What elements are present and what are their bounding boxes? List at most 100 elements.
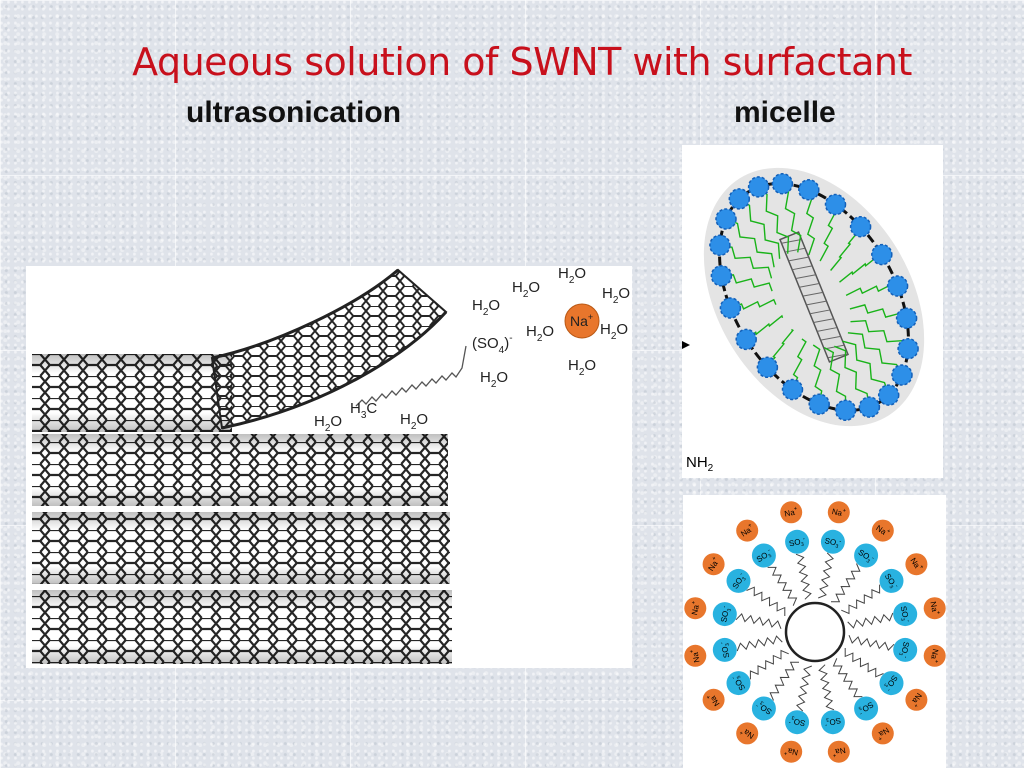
nanotube-lattice-line xyxy=(788,256,809,262)
sodium-ion xyxy=(780,501,803,524)
water-label: H2O xyxy=(526,323,554,344)
surfactant-tail xyxy=(745,314,784,340)
nanotube-lattice-line xyxy=(816,327,838,332)
sodium-ion xyxy=(702,688,725,711)
sulfate-head xyxy=(712,637,737,662)
sulfate-head-label: SO3- xyxy=(719,641,733,659)
sulfate-label: (SO4)- xyxy=(472,333,513,356)
sulfate-head xyxy=(820,529,845,554)
sulfate-head-label: SO3- xyxy=(824,536,842,550)
sulfate-head-label: SO3- xyxy=(719,605,733,623)
water-label: H2O xyxy=(400,411,428,432)
sodium-ion xyxy=(702,553,725,576)
sodium-ion: Na+ xyxy=(564,303,600,339)
nanotube-lattice-line xyxy=(809,309,831,315)
surfactant-head xyxy=(849,215,872,238)
sodium-ion-label: Na+ xyxy=(783,745,799,758)
sulfate-head-label: SO3- xyxy=(788,536,806,550)
water-label: H2O xyxy=(512,279,540,300)
sodium-ion xyxy=(871,519,894,542)
surfactant-tail xyxy=(767,566,798,606)
surfactant-tail xyxy=(735,613,782,629)
sulfate-head-label: SO3- xyxy=(824,714,842,728)
sulfate-head xyxy=(893,637,918,662)
surfactant-tail xyxy=(781,183,802,253)
surfactant-tail xyxy=(355,345,467,407)
surfactant-head xyxy=(728,188,751,210)
surfactant-head xyxy=(808,393,830,415)
surfactant-head xyxy=(771,172,794,195)
sodium-ion xyxy=(736,722,759,745)
sulfate-head xyxy=(712,602,737,627)
sodium-ion-label: Na+ xyxy=(831,745,847,758)
arrow-mark xyxy=(682,341,690,349)
nanotube-2 xyxy=(32,434,448,506)
sulfate-head xyxy=(726,671,751,696)
surfactant-head xyxy=(834,399,857,422)
nanotube-lattice-line xyxy=(806,300,827,306)
nanotube-3 xyxy=(32,512,450,584)
sulfate-head xyxy=(785,710,810,735)
surfactant-tail xyxy=(832,658,863,698)
surfactant-tail xyxy=(746,586,786,616)
sodium-ion xyxy=(871,722,894,745)
surfactant-head xyxy=(897,337,919,360)
surfactant-tail xyxy=(736,635,783,652)
surfactant-tail xyxy=(841,584,881,615)
sodium-ion xyxy=(905,553,928,576)
sulfate-head xyxy=(726,568,751,593)
sulfate-head xyxy=(751,543,776,568)
sodium-ion xyxy=(923,644,946,667)
surfactant-tail xyxy=(766,328,794,368)
sodium-ion-label: Na+ xyxy=(928,648,941,664)
sulfate-head xyxy=(785,529,810,554)
surfactant-head xyxy=(858,396,881,418)
surfactant-tail xyxy=(791,338,807,390)
sodium-ion xyxy=(684,644,707,667)
nanotube-lattice-line xyxy=(792,265,813,271)
surfactant-tail xyxy=(769,661,799,701)
water-label: H2O xyxy=(602,285,630,306)
surfactant-head xyxy=(871,243,893,266)
amine-label: NH2 xyxy=(686,454,714,474)
sulfate-head xyxy=(879,671,904,696)
sodium-ion xyxy=(905,688,928,711)
surfactant-tail xyxy=(823,346,847,411)
surfactant-head xyxy=(709,234,731,257)
sodium-ion xyxy=(736,519,759,542)
surfactant-tail xyxy=(848,635,895,651)
surfactant-tail xyxy=(719,244,773,279)
sulfate-head xyxy=(751,696,776,721)
surfactant-tail xyxy=(730,298,777,310)
sodium-ion xyxy=(923,597,946,620)
water-label: H2O xyxy=(600,321,628,342)
sulfate-head xyxy=(879,568,904,593)
surfactant-tail xyxy=(795,553,812,600)
sodium-ion xyxy=(684,597,707,620)
surfactant-head xyxy=(824,193,847,216)
surfactant-head xyxy=(877,384,900,406)
nanotube-lattice-line xyxy=(813,318,834,324)
sulfate-head xyxy=(854,543,879,568)
micelle-label: micelle xyxy=(734,96,836,129)
svg-text:Na+: Na+ xyxy=(570,312,593,329)
surfactant-tail xyxy=(842,340,890,396)
inner-nanotube xyxy=(779,231,849,363)
sulfate-head-label: SO3- xyxy=(897,605,911,623)
nanotube-lattice-line xyxy=(781,238,802,244)
nanotube-lattice-line xyxy=(799,283,820,288)
nanotube-lattice-line xyxy=(820,335,841,341)
surfactant-tail xyxy=(725,218,775,268)
surfactant-head xyxy=(756,356,779,379)
surfactant-tail xyxy=(844,648,884,678)
water-label: H2O xyxy=(568,357,596,378)
micelle-nanotube-figure: NH2 xyxy=(682,145,943,478)
sulfate-head-label: SO3- xyxy=(788,714,806,728)
nanotube-4 xyxy=(32,590,452,664)
surfactant-head xyxy=(798,179,820,201)
sulfate-head xyxy=(893,602,918,627)
water-label: H2O xyxy=(558,266,586,286)
sulfate-head xyxy=(854,696,879,721)
surfactant-head xyxy=(735,328,757,351)
